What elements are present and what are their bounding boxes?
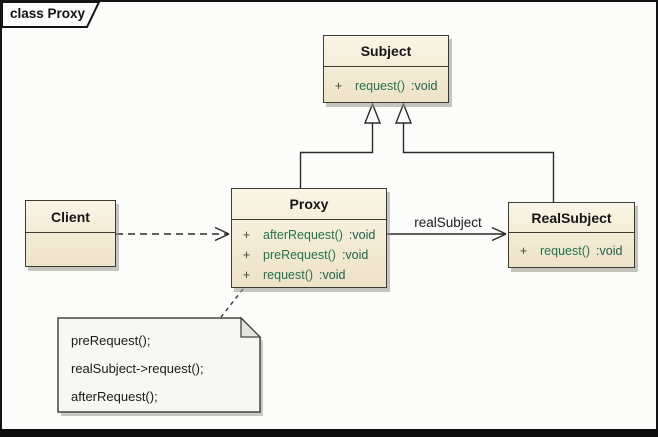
note-line: afterRequest(); xyxy=(71,389,158,404)
frame-bottom-bar xyxy=(0,429,658,437)
note-line: realSubject->request(); xyxy=(71,361,204,376)
note-shape[interactable] xyxy=(57,317,261,413)
generalization-realsubject-subject[interactable] xyxy=(402,123,555,202)
method-proxy-afterrequest: + afterRequest() :void xyxy=(241,225,378,245)
note-fold-corner-icon xyxy=(240,316,262,338)
class-box-subject[interactable]: Subject + request() :void xyxy=(323,35,449,103)
frame-title: class Proxy xyxy=(10,6,86,21)
method-return-type: :void xyxy=(411,79,438,93)
class-box-proxy[interactable]: Proxy + afterRequest() :void + preReques… xyxy=(231,188,387,288)
method-signature: request() xyxy=(355,79,406,93)
visibility-symbol: + xyxy=(519,244,528,258)
method-return-type: :void xyxy=(319,268,346,282)
association-role-label: realSubject xyxy=(414,215,482,230)
class-body-realsubject: + request() :void xyxy=(509,233,634,261)
frame-tab xyxy=(1,1,101,28)
method-signature: preRequest() xyxy=(263,248,336,262)
method-return-type: :void xyxy=(341,248,369,262)
generalization-arrowhead-realsubject xyxy=(394,102,413,124)
class-body-client xyxy=(26,233,115,238)
class-name-subject: Subject xyxy=(324,36,448,67)
visibility-symbol: + xyxy=(242,268,251,282)
method-proxy-request: + request() :void xyxy=(241,265,378,285)
visibility-symbol: + xyxy=(242,248,251,262)
class-body-subject: + request() :void xyxy=(324,67,448,96)
class-name-proxy: Proxy xyxy=(232,189,386,220)
dependency-open-arrowhead xyxy=(214,226,230,242)
class-name-realsubject: RealSubject xyxy=(509,203,634,233)
method-realsubject-request: + request() :void xyxy=(518,241,626,261)
method-subject-request: + request() :void xyxy=(333,76,440,96)
note-attachment-line xyxy=(220,288,244,318)
class-name-client: Client xyxy=(26,201,115,233)
association-open-arrowhead xyxy=(491,226,507,242)
method-return-type: :void xyxy=(596,244,623,258)
class-box-realsubject[interactable]: RealSubject + request() :void xyxy=(508,202,635,268)
method-signature: request() xyxy=(263,268,314,282)
generalization-arrowhead-proxy xyxy=(363,102,382,124)
class-box-client[interactable]: Client xyxy=(25,200,116,267)
visibility-symbol: + xyxy=(334,79,343,93)
method-proxy-prerequest: + preRequest() :void xyxy=(241,245,378,265)
note-content: preRequest(); realSubject->request(); af… xyxy=(58,318,260,412)
method-return-type: :void xyxy=(348,228,376,242)
note-line: preRequest(); xyxy=(71,333,151,348)
generalization-proxy-subject[interactable] xyxy=(299,123,374,188)
visibility-symbol: + xyxy=(242,228,251,242)
class-body-proxy: + afterRequest() :void + preRequest() :v… xyxy=(232,220,386,285)
method-signature: afterRequest() xyxy=(263,228,343,242)
method-signature: request() xyxy=(540,244,591,258)
